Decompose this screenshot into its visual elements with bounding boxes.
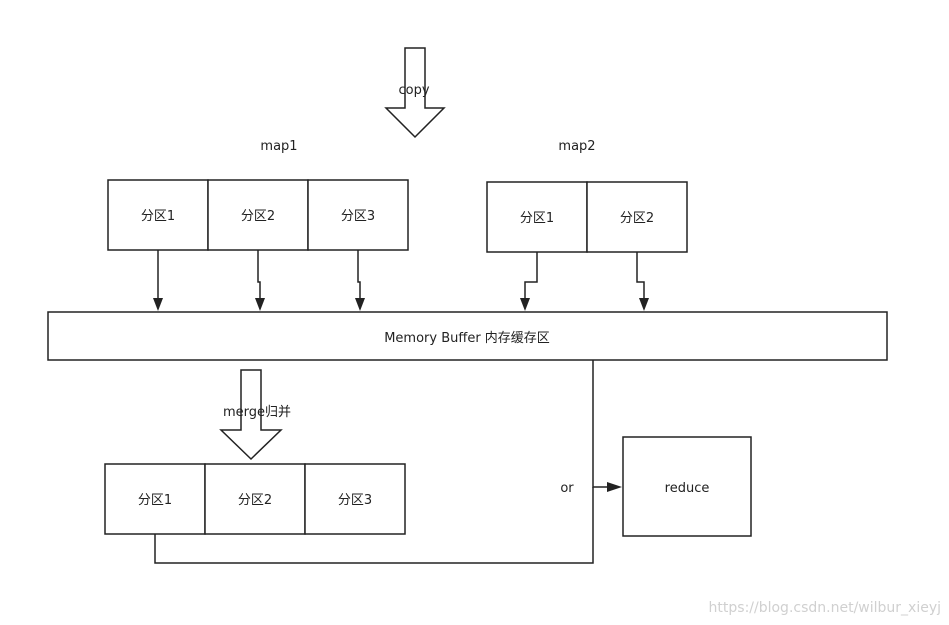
memory-buffer-label: Memory Buffer 内存缓存区 — [384, 330, 550, 346]
map2-label: map2 — [558, 139, 595, 154]
map2-p2-connector — [636, 252, 645, 298]
memory-buffer-box — [47, 311, 888, 361]
map1-partition-2-box — [207, 179, 309, 251]
merged-partition-1-label: 分区1 — [138, 493, 172, 508]
map1-p2-arrowhead — [255, 298, 265, 311]
merged-partition-2-label: 分区2 — [238, 493, 272, 508]
map2-partition-group: 分区1 分区2 — [486, 181, 688, 253]
map2-p1-connector — [524, 252, 538, 298]
map2-partition-2-box — [586, 181, 688, 253]
map1-p3-arrowhead — [355, 298, 365, 311]
merged-partition-1-box — [104, 463, 206, 535]
map1-partition-3-box — [307, 179, 409, 251]
map1-p2-connector — [257, 250, 261, 298]
reduce-arrowhead — [607, 482, 622, 492]
map1-label: map1 — [260, 139, 297, 154]
map2-p2-arrowhead — [639, 298, 649, 311]
merge-label: merge归并 — [223, 405, 291, 420]
merged-to-reduce-connector — [154, 487, 594, 564]
reduce-label: reduce — [665, 481, 710, 496]
watermark-text: https://blog.csdn.net/wilbur_xieyj — [709, 600, 941, 616]
merge-arrow — [219, 369, 283, 461]
buffer-to-reduce-connector — [592, 360, 608, 488]
map2-partition-1-label: 分区1 — [520, 211, 554, 226]
map1-p1-arrowhead — [153, 298, 163, 311]
map1-p3-connector — [357, 250, 361, 298]
map2-partition-1-box — [486, 181, 588, 253]
reduce-box — [622, 436, 752, 537]
map2-partition-2-label: 分区2 — [620, 211, 654, 226]
map1-partition-group: 分区1 分区2 分区3 — [107, 179, 409, 251]
map1-partition-1-label: 分区1 — [141, 209, 175, 224]
map1-partition-2-label: 分区2 — [241, 209, 275, 224]
merged-partition-3-label: 分区3 — [338, 493, 372, 508]
map1-partition-3-label: 分区3 — [341, 209, 375, 224]
or-label: or — [560, 481, 574, 496]
map2-p1-arrowhead — [520, 298, 530, 311]
copy-label: copy — [398, 83, 429, 98]
merged-partition-3-box — [304, 463, 406, 535]
map1-partition-1-box — [107, 179, 209, 251]
copy-arrow — [384, 47, 446, 139]
merged-partition-group: 分区1 分区2 分区3 — [104, 463, 406, 535]
